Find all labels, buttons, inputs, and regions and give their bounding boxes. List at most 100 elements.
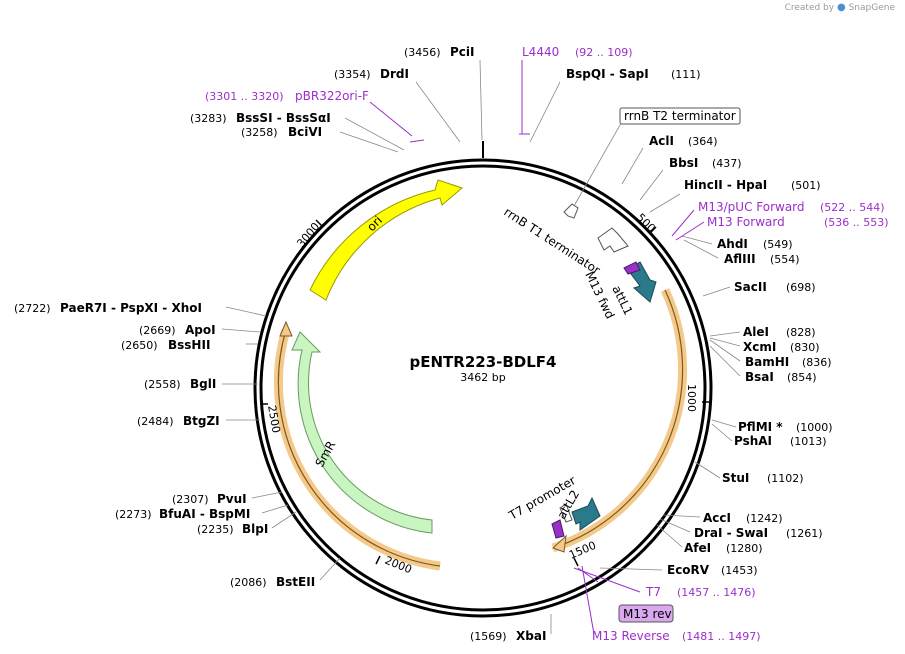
- site-name: BfuAI - BspMI: [159, 507, 250, 521]
- site-pos: (2650): [121, 339, 158, 352]
- site-name: BsaI: [745, 370, 774, 384]
- m13-rev-box: [618, 604, 674, 623]
- site-name: EcoRV: [667, 563, 710, 577]
- primer-name: M13 Forward: [707, 215, 785, 229]
- snapgene-logo-icon: ●: [836, 2, 846, 13]
- site-pos: (854): [787, 371, 817, 384]
- site-name: PflMI *: [738, 420, 783, 434]
- tick-2500: 2500: [260, 403, 283, 434]
- site-pos: (3456): [404, 46, 441, 59]
- site-pos: (111): [671, 68, 701, 81]
- t7-feature-mark: [551, 519, 565, 539]
- m13-fwd-feature: [623, 261, 641, 275]
- tick-3000: 3000: [294, 219, 323, 250]
- primer-range: (522 .. 544): [820, 201, 885, 214]
- site-name: BtgZI: [183, 414, 220, 428]
- site-pos: (1013): [790, 435, 827, 448]
- primer-name: T7: [645, 585, 661, 599]
- tick-label: 2500: [265, 404, 283, 434]
- site-pos: (2669): [139, 324, 176, 337]
- plasmid-length: 3462 bp: [460, 371, 505, 384]
- site-name: PvuI: [217, 492, 247, 506]
- site-pos: (2558): [144, 378, 181, 391]
- site-name: AhdI: [717, 237, 748, 251]
- site-pos: (2235): [197, 523, 234, 536]
- site-name: BamHI: [745, 355, 789, 369]
- site-name: StuI: [722, 471, 749, 485]
- site-name: BstEII: [276, 575, 315, 589]
- site-name: XbaI: [516, 629, 546, 643]
- site-pos: (554): [770, 253, 800, 266]
- site-pos: (830): [790, 341, 820, 354]
- site-name: BlpI: [242, 522, 268, 536]
- site-pos: (1569): [470, 630, 507, 643]
- backbone-outer-strand: [253, 158, 713, 618]
- site-pos: (1102): [767, 472, 804, 485]
- site-pos: (1280): [726, 542, 763, 555]
- primer-leaders: [369, 60, 705, 635]
- site-name: SacII: [734, 280, 767, 294]
- site-pos: (549): [763, 238, 793, 251]
- site-name: BglI: [190, 377, 216, 391]
- tick-label: 3000: [294, 220, 322, 250]
- tick-1000: 1000: [685, 384, 710, 412]
- site-pos: (1453): [721, 564, 758, 577]
- ori-feature: [309, 179, 463, 301]
- site-pos: (1242): [746, 512, 783, 525]
- backbone-highlight-line: [277, 329, 441, 567]
- site-name: DrdI: [380, 67, 409, 81]
- tick-label: 500: [634, 211, 658, 235]
- site-pos: (3283): [190, 112, 227, 125]
- insert-arrowhead: [552, 534, 567, 553]
- tick-label: 1000: [685, 384, 698, 412]
- site-name: BspQI - SapI: [566, 67, 649, 81]
- site-name: BciVI: [288, 125, 322, 139]
- rrnb-t2-label: rrnB T2 terminator: [624, 109, 736, 123]
- primer-name: pBR322ori-F: [295, 89, 369, 103]
- site-pos: (2307): [172, 493, 209, 506]
- site-name: AfeI: [684, 541, 711, 555]
- plasmid-name: pENTR223-BDLF4: [410, 353, 557, 371]
- primer-range: (3301 .. 3320): [205, 90, 284, 103]
- insert-line: [552, 289, 684, 549]
- site-pos: (2484): [137, 415, 174, 428]
- t7-promoter-feature: [559, 503, 573, 523]
- site-name: PaeR7I - PspXI - XhoI: [60, 301, 202, 315]
- site-name: PshAI: [734, 434, 772, 448]
- site-pos: (2086): [230, 576, 267, 589]
- primer-range: (92 .. 109): [575, 46, 633, 59]
- site-name: BssHII: [168, 338, 210, 352]
- rrnb-t2-leader: [573, 117, 625, 207]
- primer-name: M13 Reverse: [592, 629, 670, 643]
- rrnb-t1-label: rrnB T1 terminator: [501, 205, 602, 278]
- site-pos: (1000): [796, 421, 833, 434]
- watermark-prefix: Created by: [784, 3, 835, 13]
- smr-feature: [291, 331, 433, 534]
- site-pos: (3354): [334, 68, 371, 81]
- site-pos: (1261): [786, 527, 823, 540]
- site-name: XcmI: [743, 340, 776, 354]
- site-pos: (437): [712, 157, 742, 170]
- primer-name: L4440: [522, 45, 559, 59]
- site-pos: (2273): [115, 508, 152, 521]
- site-pos: (501): [791, 179, 821, 192]
- rrnb-t2-box: [619, 107, 741, 125]
- site-name: HincII - HpaI: [684, 178, 767, 192]
- site-name: AleI: [743, 325, 769, 339]
- site-name: ApoI: [185, 323, 216, 337]
- rrnb-t2-feature: [563, 203, 579, 219]
- primer-range: (1457 .. 1476): [677, 586, 756, 599]
- tick-500: 500: [634, 211, 658, 235]
- backbone-inner-strand: [259, 164, 707, 612]
- site-name: AclI: [649, 134, 674, 148]
- site-pos: (836): [802, 356, 832, 369]
- primer-range: (1481 .. 1497): [682, 630, 761, 643]
- leader-lines: [221, 59, 741, 634]
- site-pos: (698): [786, 281, 816, 294]
- m13-fwd-label: M13 fwd: [582, 269, 617, 321]
- site-name: BbsI: [669, 156, 698, 170]
- site-name: DraI - SwaI: [694, 526, 768, 540]
- site-name: PciI: [450, 45, 475, 59]
- backbone-highlight-arrowhead: [279, 320, 293, 337]
